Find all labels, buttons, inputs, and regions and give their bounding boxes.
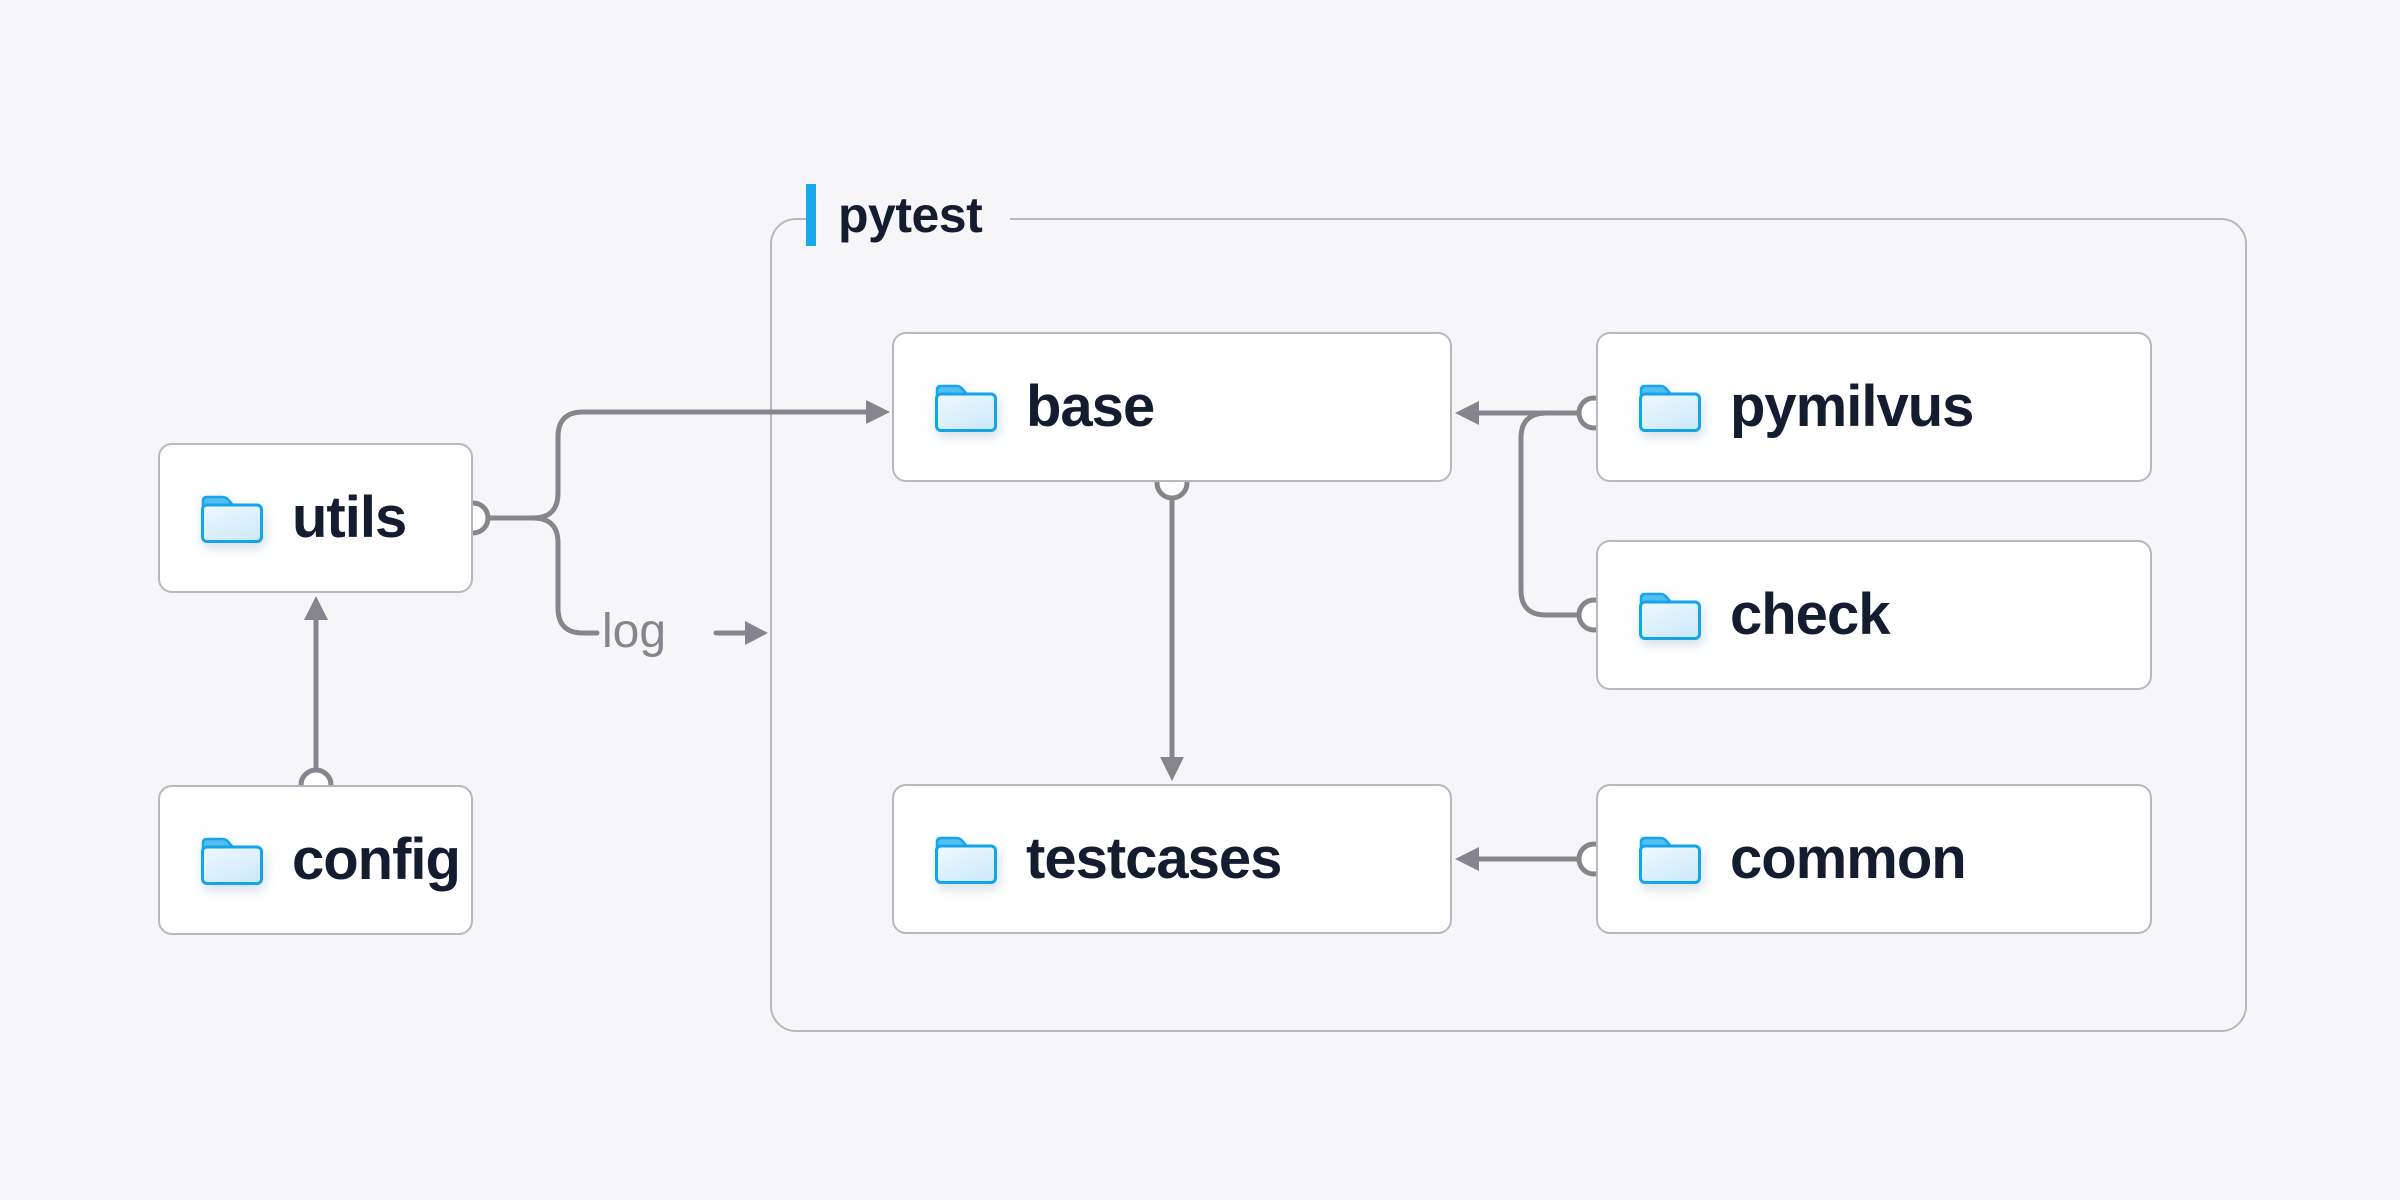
folder-icon — [1639, 384, 1701, 432]
edge-label-log: log — [602, 605, 667, 658]
folder-icon — [935, 384, 997, 432]
accent-bar — [806, 184, 816, 246]
folder-icon — [1639, 592, 1701, 640]
node-testcases: testcases — [892, 784, 1452, 934]
container-title-label: pytest — [838, 187, 983, 243]
node-config: config — [158, 785, 473, 935]
node-check: check — [1596, 540, 2152, 690]
node-base: base — [892, 332, 1452, 482]
node-label: common — [1730, 826, 1967, 891]
container-title: pytest — [806, 183, 1011, 247]
node-label: pymilvus — [1730, 374, 1974, 439]
edge-config-utils — [304, 596, 328, 773]
folder-icon — [1639, 836, 1701, 884]
node-label: check — [1730, 582, 1890, 647]
node-utils: utils — [158, 443, 473, 593]
pytest-container — [770, 218, 2247, 1032]
node-label: testcases — [1026, 826, 1282, 891]
node-pymilvus: pymilvus — [1596, 332, 2152, 482]
folder-icon — [201, 837, 263, 885]
node-common: common — [1596, 784, 2152, 934]
node-label: base — [1026, 374, 1155, 439]
folder-icon — [201, 495, 263, 543]
node-label: utils — [292, 485, 407, 550]
folder-icon — [935, 836, 997, 884]
node-label: config — [292, 827, 461, 892]
